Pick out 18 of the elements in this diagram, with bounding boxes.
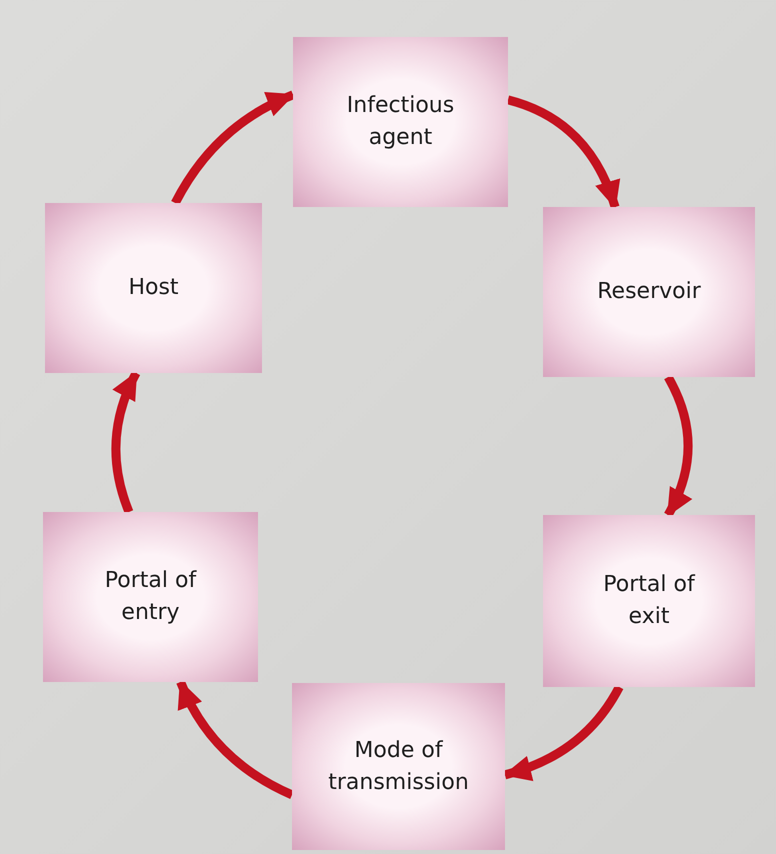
stage-box — [543, 207, 755, 377]
stage-label: Portal of entry — [104, 567, 198, 627]
stage-box — [292, 683, 505, 850]
stage-box — [293, 37, 508, 207]
cycle-arrow — [111, 370, 140, 514]
cycle-arrow — [664, 374, 693, 518]
stage-label: Infectious agent — [346, 92, 456, 152]
stage-label: Host — [128, 274, 179, 302]
stage-box — [43, 512, 258, 682]
cycle-arrow — [171, 90, 295, 206]
stage-label: Mode of transmission — [327, 736, 470, 796]
cycle-arrow — [506, 96, 620, 209]
stage-box — [543, 515, 755, 687]
cycle-arrow — [503, 684, 624, 780]
stage-box — [45, 203, 262, 373]
stage-label: Portal of exit — [602, 571, 696, 631]
stage-label: Reservoir — [597, 278, 701, 306]
cycle-arrow — [176, 680, 294, 799]
